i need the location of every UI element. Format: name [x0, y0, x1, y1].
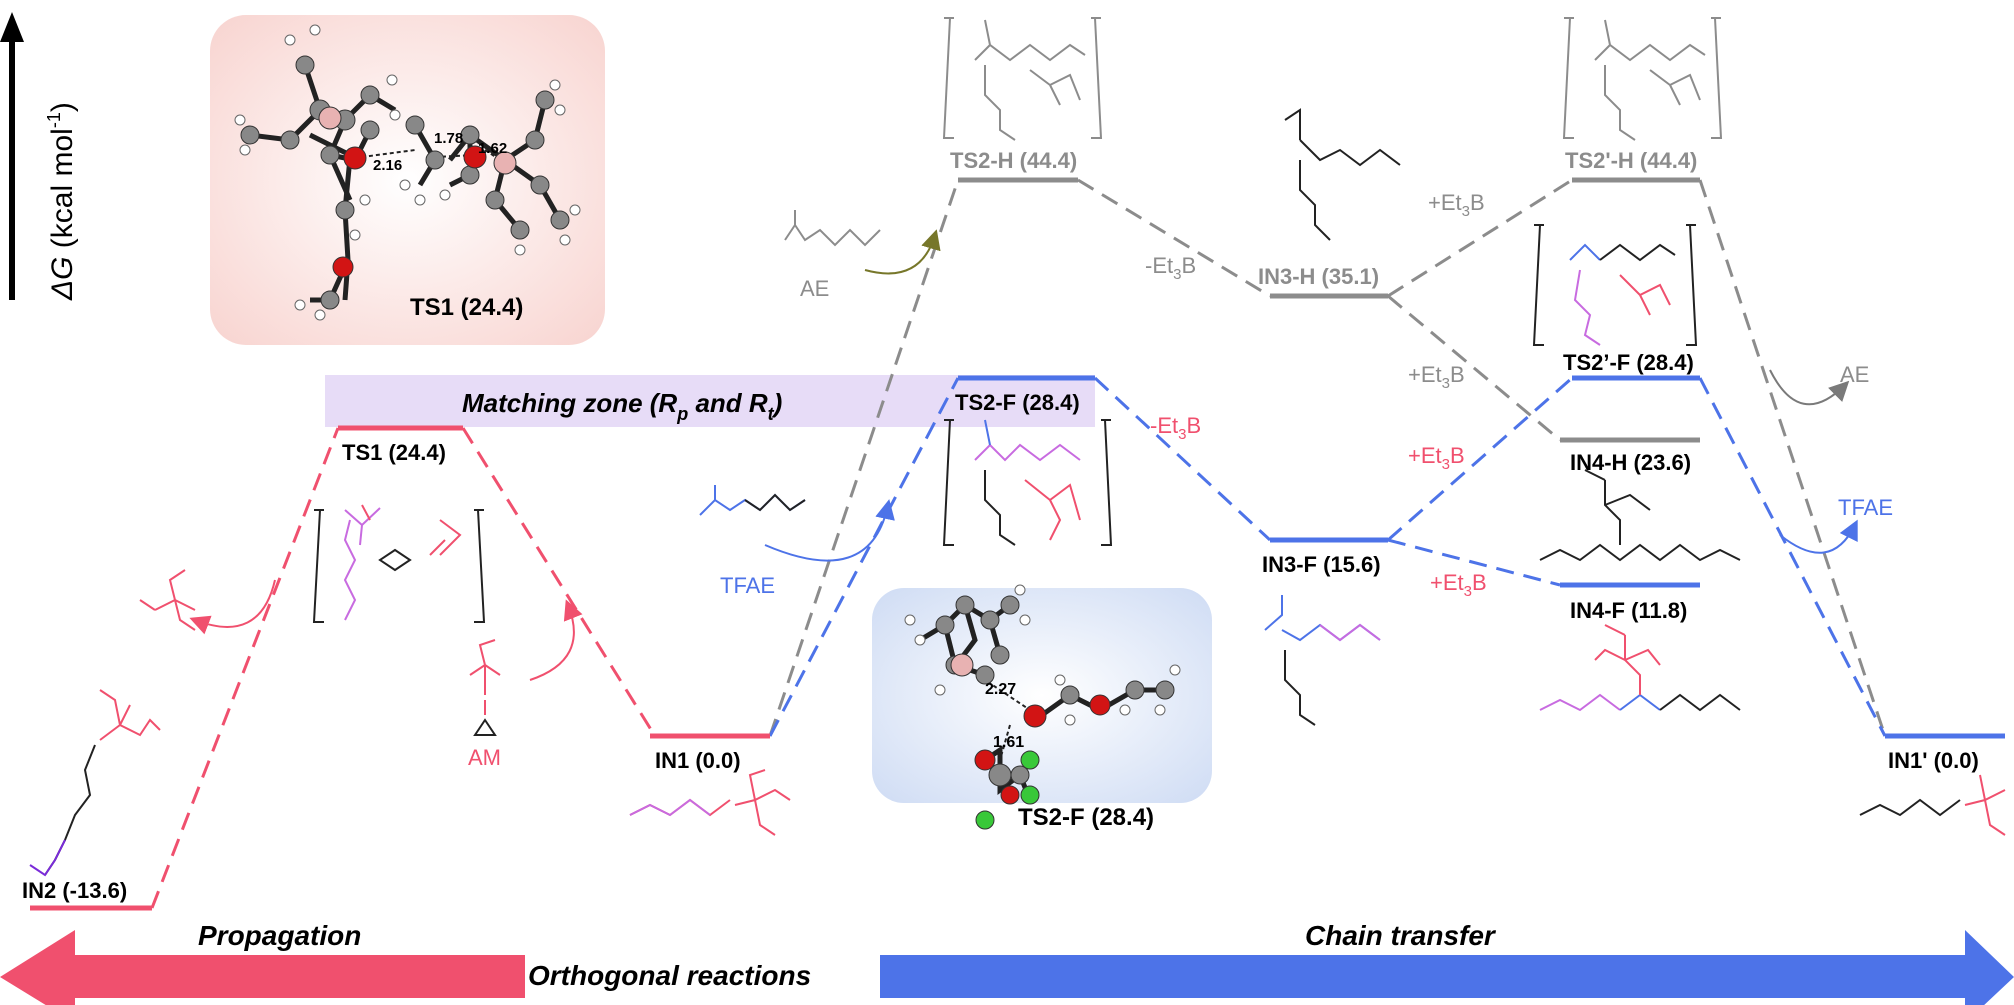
- ts1-structure-label: TS1 (24.4): [410, 294, 523, 321]
- ts2h-2d-structure: [942, 17, 1103, 141]
- label-plus-et3b-gray-1: +Et3B: [1428, 190, 1485, 220]
- molecule-sketches: [29, 17, 2006, 877]
- ts1-distance-2: 1.78: [434, 130, 463, 147]
- ts1-2d-structure: [312, 504, 486, 623]
- ts2f-structure-label: TS2-F (28.4): [1018, 804, 1154, 831]
- am-2d-structure: [469, 639, 501, 736]
- label-plus-et3b-gray-2: +Et3B: [1408, 362, 1465, 392]
- tfae-left-2d-structure: [699, 485, 806, 516]
- in4f-2d-structure: [1539, 624, 1741, 712]
- reagent-tfae-left: TFAE: [720, 573, 775, 598]
- bottom-arrows: Propagation Orthogonal reactions Chain t…: [0, 920, 2014, 1005]
- ts2pf-2d-structure: [1532, 224, 1698, 346]
- path-in3h-in4h: [1387, 294, 1561, 442]
- path-ts2f-in3f: [1093, 376, 1272, 542]
- path-in3f-ts2pf: [1387, 376, 1573, 542]
- chain-transfer-arrow: [880, 930, 2014, 1005]
- path-ts1-in1: [461, 427, 657, 737]
- path-ts2ph-in1p: [1698, 179, 1887, 737]
- matching-zone-label: Matching zone (Rp and Rt): [462, 388, 782, 424]
- path-ts2pf-in1p: [1698, 377, 1887, 737]
- label-in4f: IN4-F (11.8): [1570, 598, 1687, 623]
- reaction-paths: [150, 178, 1887, 909]
- label-in1p: IN1' (0.0): [1888, 748, 1979, 773]
- label-ts2f: TS2-F (28.4): [955, 390, 1080, 415]
- reagent-tfae-right: TFAE: [1838, 495, 1893, 520]
- label-in3f: IN3-F (15.6): [1262, 552, 1381, 577]
- in3f-2d-structure: [1264, 595, 1381, 726]
- y-axis: ΔG (kcal mol-1): [0, 12, 79, 301]
- ts1-distance-1: 2.16: [373, 157, 402, 174]
- y-axis-label: ΔG (kcal mol-1): [44, 102, 79, 301]
- reagent-ae-right: AE: [1840, 362, 1869, 387]
- path-ts2h-in3h: [1077, 178, 1271, 298]
- in1p-2d-structure: [1859, 774, 2006, 836]
- ts2f-distance-2: 1.61: [993, 734, 1024, 751]
- label-plus-et3b-red-1: +Et3B: [1408, 443, 1465, 473]
- label-ts2ph: TS2'-H (44.4): [1565, 148, 1697, 173]
- label-minus-et3b-gray: -Et3B: [1145, 253, 1196, 283]
- label-minus-et3b-red: -Et3B: [1150, 413, 1201, 443]
- label-in3h: IN3-H (35.1): [1258, 264, 1379, 289]
- in3h-2d-structure: [1284, 108, 1401, 241]
- propagation-arrow: [0, 930, 525, 1005]
- ts1-distance-3: 1.62: [478, 140, 507, 157]
- label-ts2pf: TS2’-F (28.4): [1563, 350, 1694, 375]
- in4h-2d-structure: [1539, 469, 1741, 562]
- path-in2-ts1: [150, 427, 340, 909]
- ts2f-distance-1: 2.27: [985, 681, 1016, 698]
- path-in1-ts2h: [768, 179, 960, 737]
- propagation-label: Propagation: [198, 920, 361, 951]
- ae-left-2d-structure: [784, 210, 881, 247]
- ts1-structure-panel: 2.16 1.78 1.62 TS1 (24.4): [210, 15, 605, 345]
- path-in1-ts2f: [768, 377, 960, 737]
- energy-levels: [30, 177, 2005, 911]
- label-ts1: TS1 (24.4): [342, 440, 446, 465]
- label-in2: IN2 (-13.6): [22, 878, 127, 903]
- label-ts2h: TS2-H (44.4): [950, 148, 1077, 173]
- path-in3h-ts2ph: [1387, 178, 1573, 298]
- reagent-ae-left: AE: [800, 276, 829, 301]
- reagent-am: AM: [468, 745, 501, 770]
- ts2ph-2d-structure: [1562, 17, 1723, 141]
- matching-zone: Matching zone (Rp and Rt): [325, 375, 1095, 427]
- ts2f-structure-panel: 2.27 1.61 TS2-F (28.4): [872, 584, 1212, 831]
- orthogonal-reactions-label: Orthogonal reactions: [528, 960, 811, 991]
- in2-2d-structure: [29, 689, 161, 877]
- ts2f-2d-structure: [942, 419, 1113, 546]
- chain-transfer-label: Chain transfer: [1305, 920, 1497, 951]
- in1-2d-structure: [629, 769, 791, 836]
- label-in1: IN1 (0.0): [655, 748, 741, 773]
- reagent-arrows: [189, 229, 1858, 681]
- path-in3f-in4f: [1387, 538, 1561, 587]
- label-plus-et3b-red-2: +Et3B: [1430, 570, 1487, 600]
- label-in4h: IN4-H (23.6): [1570, 450, 1691, 475]
- et3b-left-2d-structure: [139, 569, 196, 631]
